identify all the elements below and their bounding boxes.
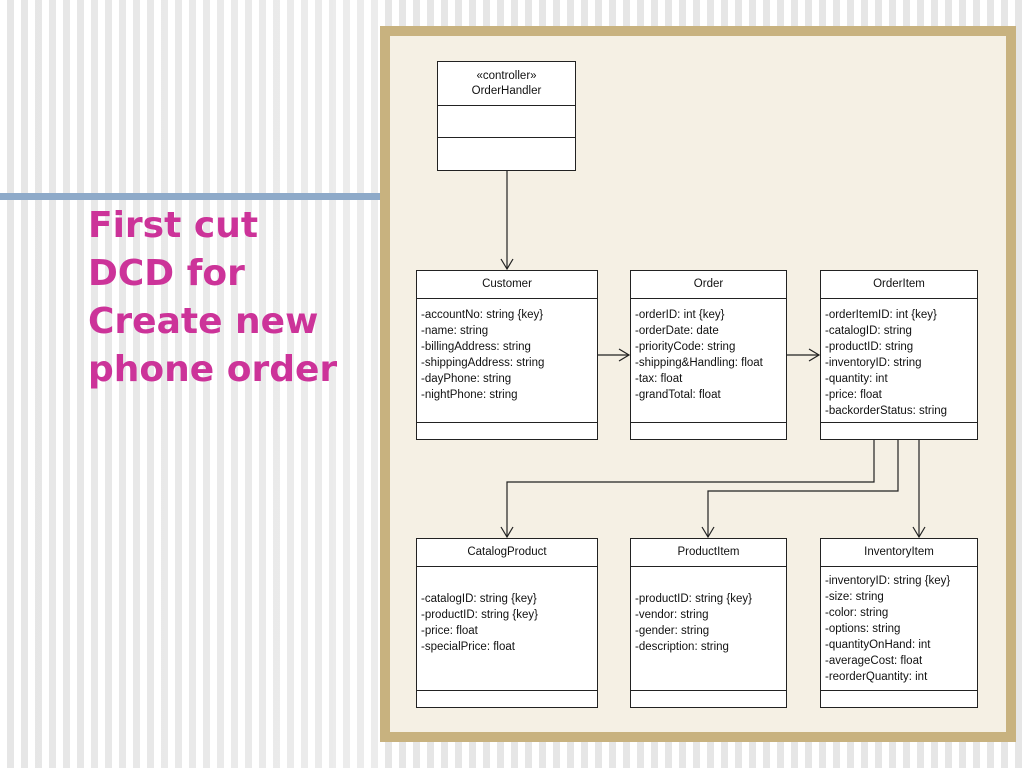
attribute: -options: string <box>825 623 901 635</box>
attribute: -grandTotal: float <box>635 389 721 401</box>
title-line: First cut <box>88 205 259 246</box>
class-header: «controller» OrderHandler <box>438 62 575 106</box>
class-name: ProductItem <box>631 539 786 567</box>
attribute: -vendor: string <box>635 609 709 621</box>
class-attributes: -accountNo: string {key} -name: string -… <box>417 299 597 423</box>
attribute: -productID: string {key} <box>421 609 538 621</box>
arrow-orderitem-catalogproduct <box>506 440 875 537</box>
attribute: -name: string <box>421 325 489 337</box>
title-line: phone order <box>88 349 338 390</box>
class-name: CatalogProduct <box>417 539 597 567</box>
title-line: DCD for <box>88 253 245 294</box>
attribute: -orderItemID: int {key} <box>825 309 937 321</box>
attribute: -price: float <box>421 625 478 637</box>
class-catalog-product: CatalogProduct -catalogID: string {key} … <box>416 538 598 708</box>
attribute: -dayPhone: string <box>421 373 512 385</box>
attribute: -description: string <box>635 641 729 653</box>
class-name: OrderHandler <box>471 84 542 97</box>
arrowhead <box>912 526 926 539</box>
class-attributes: -productID: string {key} -vendor: string… <box>631 567 786 691</box>
attribute: -productID: string <box>825 341 914 353</box>
class-name: Order <box>631 271 786 299</box>
slide-title: First cut DCD for Create new phone order <box>88 202 378 394</box>
attribute: -orderDate: date <box>635 325 719 337</box>
attribute: -averageCost: float <box>825 655 923 667</box>
attribute: -specialPrice: float <box>421 641 515 653</box>
title-accent-bar <box>0 193 382 200</box>
attribute: -shippingAddress: string <box>421 357 545 369</box>
attribute: -orderID: int {key} <box>635 309 725 321</box>
title-line: Create new <box>88 301 319 342</box>
attribute: -inventoryID: string {key} <box>825 575 951 587</box>
attribute: -billingAddress: string <box>421 341 531 353</box>
attribute: -price: float <box>825 389 882 401</box>
class-order: Order -orderID: int {key} -orderDate: da… <box>630 270 787 440</box>
attribute: -color: string <box>825 607 889 619</box>
class-order-handler: «controller» OrderHandler <box>437 61 576 171</box>
class-attributes: -orderItemID: int {key} -catalogID: stri… <box>821 299 977 423</box>
class-product-item: ProductItem -productID: string {key} -ve… <box>630 538 787 708</box>
class-inventory-item: InventoryItem -inventoryID: string {key}… <box>820 538 978 708</box>
attribute: -quantity: int <box>825 373 888 385</box>
attribute: -catalogID: string <box>825 325 912 337</box>
attribute: -accountNo: string {key} <box>421 309 544 321</box>
attribute: -priorityCode: string <box>635 341 736 353</box>
class-name: OrderItem <box>821 271 977 299</box>
arrowhead <box>618 348 631 362</box>
attribute: -inventoryID: string <box>825 357 922 369</box>
attribute: -nightPhone: string <box>421 389 518 401</box>
arrowhead <box>500 258 514 271</box>
attribute: -gender: string <box>635 625 710 637</box>
attribute: -shipping&Handling: float <box>635 357 763 369</box>
arrowhead <box>701 526 715 539</box>
class-attributes: -inventoryID: string {key} -size: string… <box>821 567 977 691</box>
attribute: -productID: string {key} <box>635 593 752 605</box>
attribute: -tax: float <box>635 373 683 385</box>
class-attributes <box>438 106 575 138</box>
attribute: -quantityOnHand: int <box>825 639 931 651</box>
attribute: -reorderQuantity: int <box>825 671 928 683</box>
class-attributes: -catalogID: string {key} -productID: str… <box>417 567 597 691</box>
attribute: -catalogID: string {key} <box>421 593 537 605</box>
attribute: -size: string <box>825 591 884 603</box>
attribute: -backorderStatus: string <box>825 405 948 417</box>
class-customer: Customer -accountNo: string {key} -name:… <box>416 270 598 440</box>
arrowhead <box>808 348 821 362</box>
arrowhead <box>500 526 514 539</box>
class-name: InventoryItem <box>821 539 977 567</box>
arrow-orderitem-productitem <box>707 440 899 537</box>
class-name: Customer <box>417 271 597 299</box>
slide-background <box>0 0 380 768</box>
class-order-item: OrderItem -orderItemID: int {key} -catal… <box>820 270 978 440</box>
class-stereotype: «controller» <box>476 69 537 82</box>
class-attributes: -orderID: int {key} -orderDate: date -pr… <box>631 299 786 423</box>
